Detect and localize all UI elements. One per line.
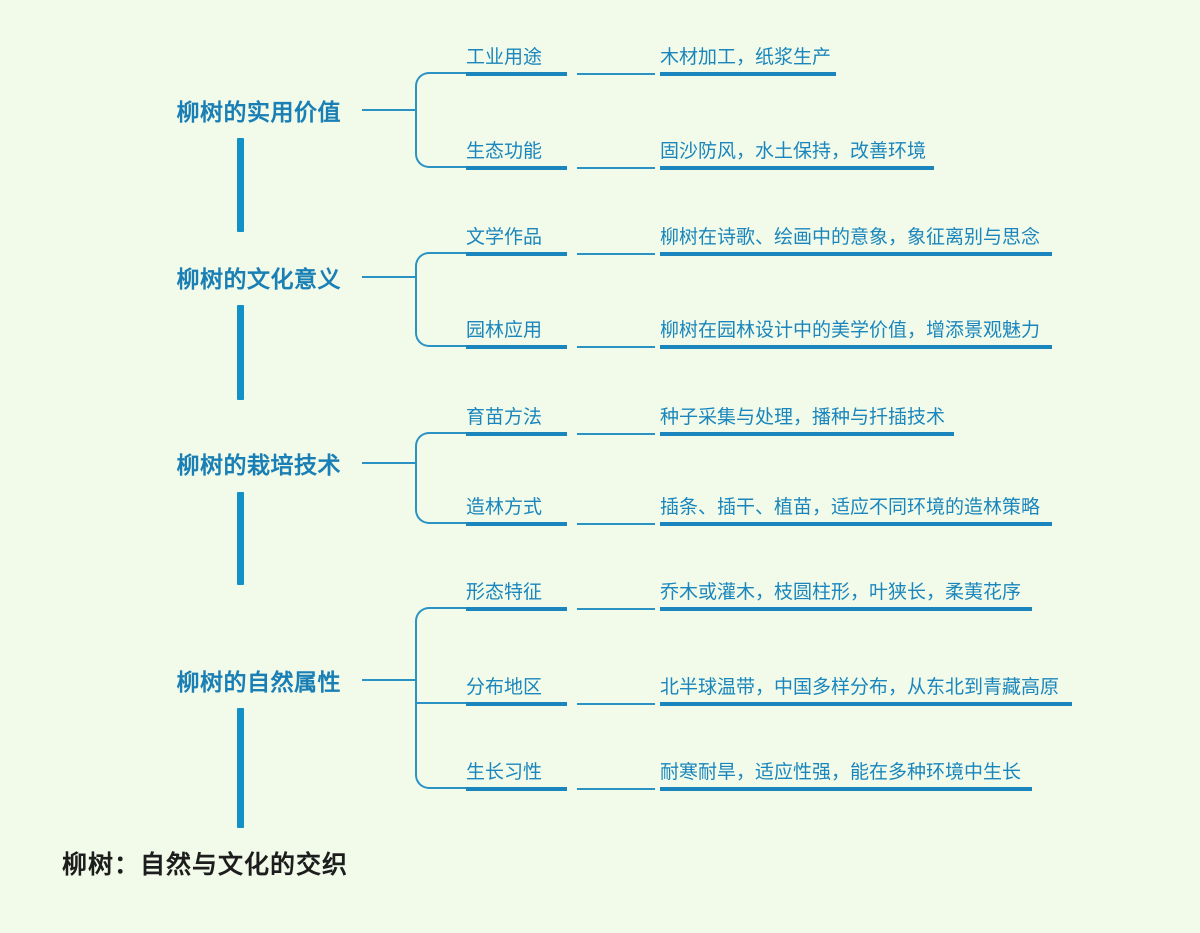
sub-underline-1-0 [466, 252, 567, 256]
sub-link-0-1 [577, 167, 655, 169]
detail-text-3-2[interactable]: 耐寒耐旱，适应性强，能在多种环境中生长 [660, 762, 1022, 783]
branch-label-0[interactable]: 柳树的实用价值 [176, 99, 341, 125]
detail-text-2-0[interactable]: 种子采集与处理，播种与扦插技术 [660, 407, 946, 428]
sub-link-1-0 [577, 253, 655, 255]
branch-label-3[interactable]: 柳树的自然属性 [176, 669, 341, 695]
branch-stub-3 [362, 679, 417, 681]
branch-label-1[interactable]: 柳树的文化意义 [176, 266, 341, 292]
sub-label-3-0[interactable]: 形态特征 [466, 582, 543, 603]
spine-segment-1 [237, 305, 244, 400]
branch-bracket-2 [415, 432, 466, 524]
sub-link-3-2 [577, 788, 655, 790]
detail-underline-1-0 [660, 252, 1052, 256]
mindmap-title: 柳树：自然与文化的交织 [62, 851, 349, 879]
sub-link-3-1 [577, 703, 655, 705]
sub-label-2-1[interactable]: 造林方式 [466, 497, 543, 518]
detail-text-3-1[interactable]: 北半球温带，中国多样分布，从东北到青藏高原 [660, 677, 1060, 698]
sub-label-1-0[interactable]: 文学作品 [466, 227, 543, 248]
sub-underline-2-1 [466, 522, 567, 526]
sub-underline-3-0 [466, 607, 567, 611]
branch-bracket-0 [415, 72, 466, 168]
detail-text-1-1[interactable]: 柳树在园林设计中的美学价值，增添景观魅力 [660, 320, 1041, 341]
detail-text-0-0[interactable]: 木材加工，纸浆生产 [660, 47, 832, 68]
sub-link-2-1 [577, 523, 655, 525]
detail-underline-3-0 [660, 607, 1032, 611]
spine-segment-2 [237, 492, 244, 585]
branch-bracket-3 [415, 607, 466, 789]
sub-underline-3-2 [466, 787, 567, 791]
detail-text-1-0[interactable]: 柳树在诗歌、绘画中的意象，象征离别与思念 [660, 227, 1041, 248]
detail-text-2-1[interactable]: 插条、插干、植苗，适应不同环境的造林策略 [660, 497, 1041, 518]
sub-underline-0-0 [466, 72, 567, 76]
sub-link-0-0 [577, 73, 655, 75]
sub-underline-0-1 [466, 166, 567, 170]
detail-underline-0-0 [660, 72, 836, 76]
detail-underline-2-0 [660, 432, 954, 436]
sub-link-3-0 [577, 608, 655, 610]
sub-label-3-1[interactable]: 分布地区 [466, 677, 543, 698]
spine-segment-0 [237, 138, 244, 232]
detail-underline-2-1 [660, 522, 1052, 526]
detail-underline-3-2 [660, 787, 1032, 791]
sub-underline-2-0 [466, 432, 567, 436]
branch-stub-1 [362, 276, 417, 278]
detail-underline-1-1 [660, 345, 1052, 349]
sub-link-2-0 [577, 433, 655, 435]
sub-label-0-1[interactable]: 生态功能 [466, 141, 543, 162]
detail-text-3-0[interactable]: 乔木或灌木，枝圆柱形，叶狭长，柔荑花序 [660, 582, 1022, 603]
sub-underline-3-1 [466, 702, 567, 706]
branch-stub-0 [362, 109, 417, 111]
sub-label-0-0[interactable]: 工业用途 [466, 47, 543, 68]
sub-label-3-2[interactable]: 生长习性 [466, 762, 543, 783]
sub-link-1-1 [577, 346, 655, 348]
branch-label-2[interactable]: 柳树的栽培技术 [176, 452, 341, 478]
detail-text-0-1[interactable]: 固沙防风，水土保持，改善环境 [660, 141, 927, 162]
detail-underline-3-1 [660, 702, 1072, 706]
sub-label-2-0[interactable]: 育苗方法 [466, 407, 543, 428]
sub-label-1-1[interactable]: 园林应用 [466, 320, 543, 341]
branch-stub-2 [362, 462, 417, 464]
detail-underline-0-1 [660, 166, 934, 170]
sub-underline-1-1 [466, 345, 567, 349]
spine-segment-3 [237, 708, 244, 828]
branch-bracket-1 [415, 252, 466, 347]
branch-3-child-1-run [415, 702, 466, 704]
